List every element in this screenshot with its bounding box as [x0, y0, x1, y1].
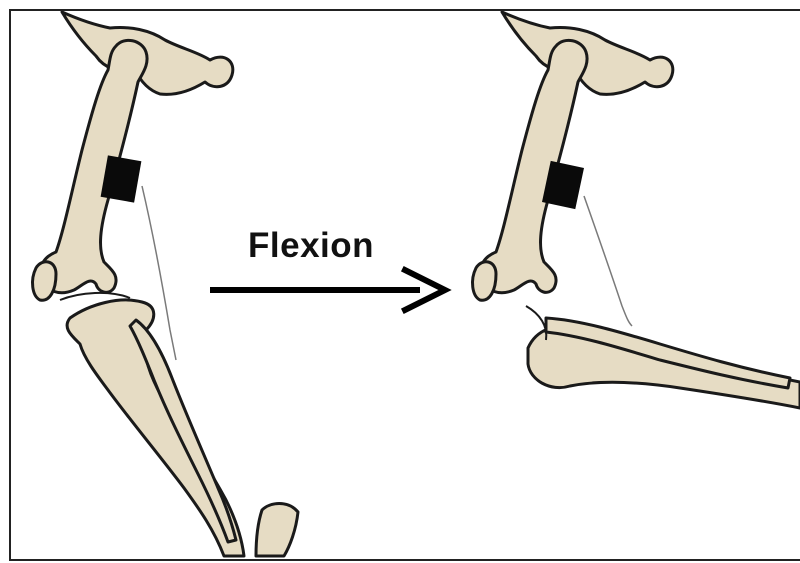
foot-left	[256, 504, 298, 557]
extended-limb	[33, 12, 298, 556]
flexed-limb	[473, 12, 800, 408]
sensor-block-left	[101, 155, 142, 202]
flexion-arrow	[210, 270, 445, 310]
flexion-label: Flexion	[248, 224, 374, 268]
tibia-right	[528, 327, 800, 408]
sensor-wire-right	[584, 196, 632, 326]
patella-left	[33, 262, 56, 300]
patella-right	[473, 262, 496, 300]
